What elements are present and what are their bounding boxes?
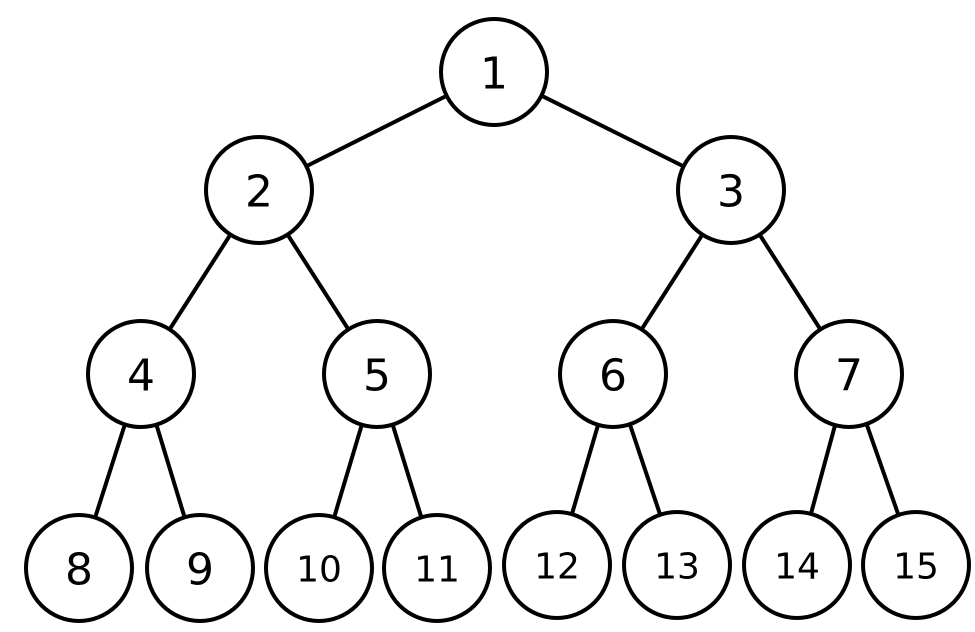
node-label: 3 — [717, 167, 745, 218]
node-circle — [676, 135, 786, 245]
node-label: 8 — [65, 545, 93, 596]
node-label: 5 — [363, 351, 391, 402]
tree-node-6: 6 — [558, 319, 668, 429]
node-circle — [558, 319, 668, 429]
node-label: 13 — [654, 547, 700, 588]
tree-node-3: 3 — [676, 135, 786, 245]
node-label: 9 — [186, 545, 214, 596]
node-label: 12 — [534, 547, 580, 588]
node-label: 6 — [599, 351, 627, 402]
node-circle — [622, 510, 732, 620]
tree-node-11: 11 — [382, 513, 492, 623]
node-circle — [145, 513, 255, 623]
node-circle — [794, 319, 904, 429]
tree-node-2: 2 — [204, 135, 314, 245]
node-label: 2 — [245, 167, 273, 218]
tree-node-1: 1 — [439, 17, 549, 127]
tree-node-15: 15 — [861, 510, 971, 620]
node-circle — [24, 513, 134, 623]
tree-node-4: 4 — [86, 319, 196, 429]
node-label: 11 — [414, 550, 460, 591]
node-circle — [742, 510, 852, 620]
node-label: 4 — [127, 351, 155, 402]
tree-node-13: 13 — [622, 510, 732, 620]
tree-node-5: 5 — [322, 319, 432, 429]
tree-node-7: 7 — [794, 319, 904, 429]
node-circle — [322, 319, 432, 429]
node-circle — [382, 513, 492, 623]
tree-node-8: 8 — [24, 513, 134, 623]
tree-node-14: 14 — [742, 510, 852, 620]
tree-node-9: 9 — [145, 513, 255, 623]
node-circle — [439, 17, 549, 127]
tree-node-10: 10 — [264, 513, 374, 623]
node-circle — [502, 510, 612, 620]
node-label: 14 — [774, 547, 820, 588]
node-circle — [861, 510, 971, 620]
node-label: 15 — [893, 547, 939, 588]
node-label: 10 — [296, 550, 342, 591]
node-label: 1 — [480, 49, 508, 100]
node-label: 7 — [835, 351, 863, 402]
node-circle — [86, 319, 196, 429]
tree-edges — [77, 70, 918, 569]
node-circle — [264, 513, 374, 623]
tree-node-12: 12 — [502, 510, 612, 620]
node-circle — [204, 135, 314, 245]
